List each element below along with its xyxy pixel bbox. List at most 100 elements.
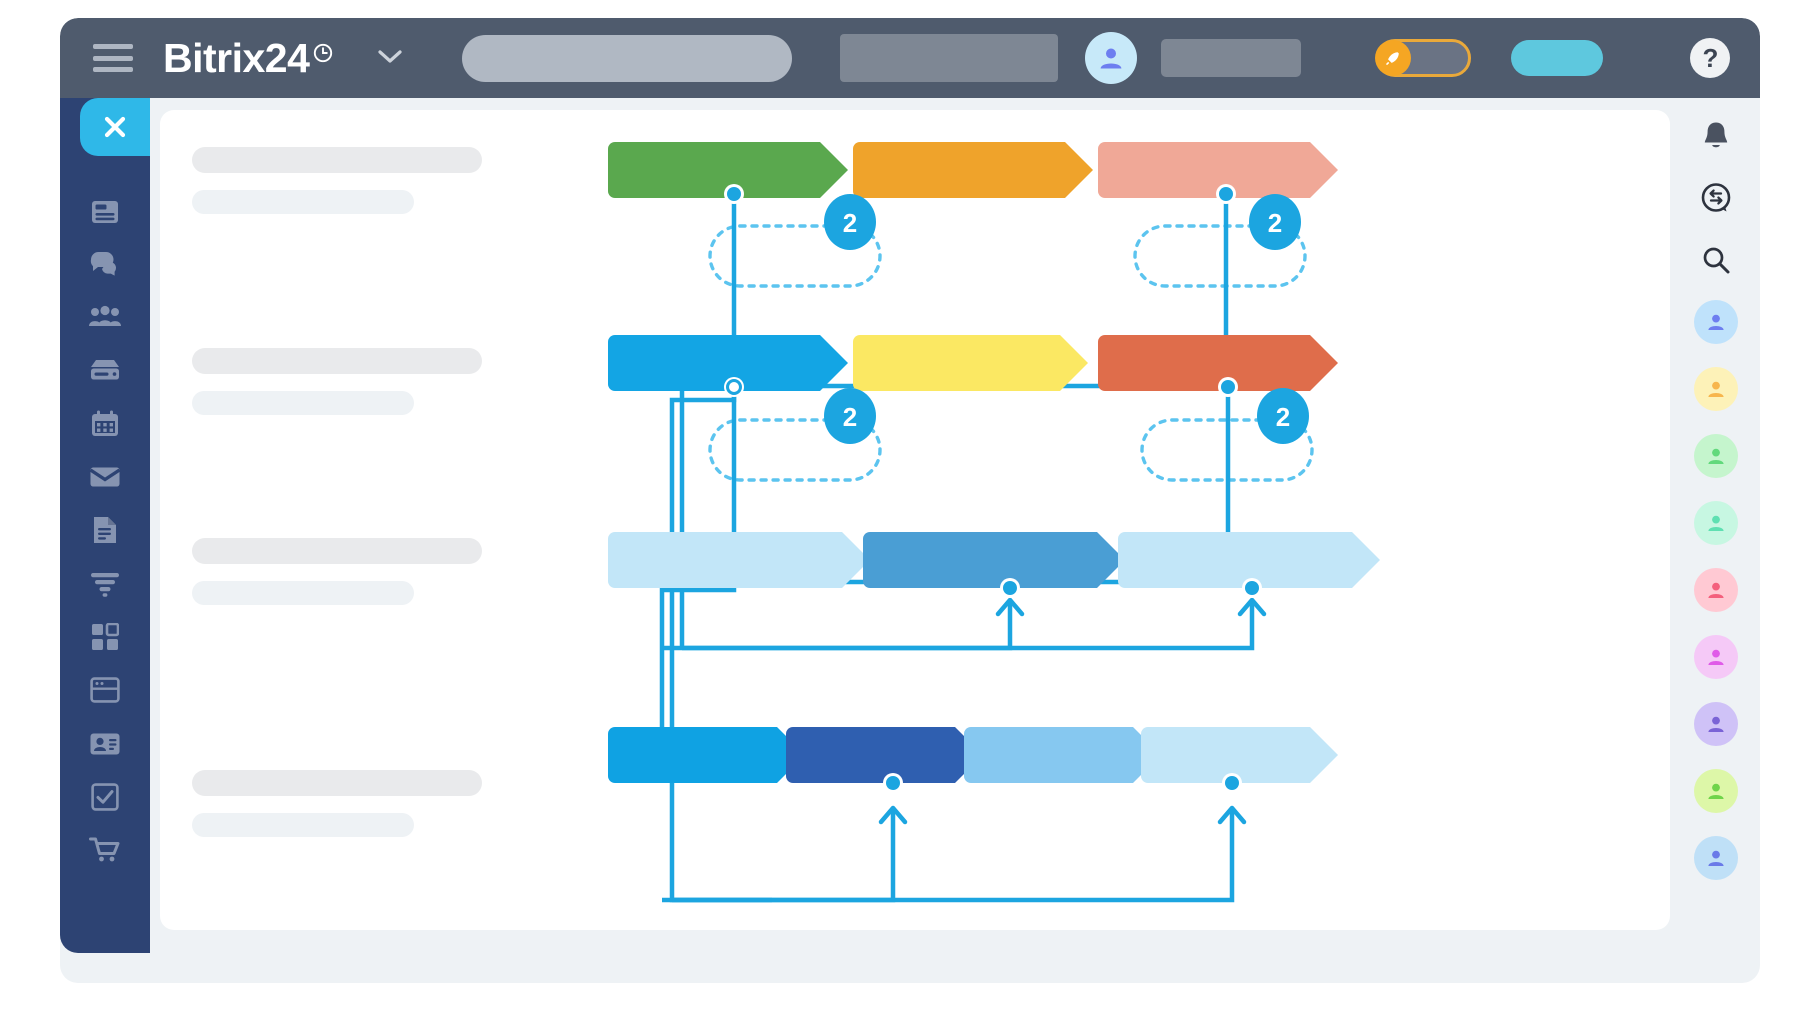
automation-badge-count: 2 — [1276, 402, 1290, 432]
hamburger-menu-icon[interactable] — [93, 44, 133, 72]
stage-connector-dot[interactable] — [1245, 581, 1259, 595]
app-header: Bitrix24 — [60, 18, 1760, 98]
sidebar-item-tasks[interactable] — [86, 778, 124, 816]
automation-badge-4[interactable]: 2 — [1257, 388, 1309, 444]
automation-slot-1[interactable] — [708, 224, 882, 288]
user-name-field[interactable] — [1161, 39, 1302, 77]
stage-connector-dot[interactable] — [1221, 380, 1235, 394]
avatar-7[interactable] — [1694, 702, 1738, 746]
stage-1-2[interactable] — [853, 142, 1093, 198]
sidebar-item-documents[interactable] — [86, 511, 124, 549]
stage-2-3[interactable] — [1098, 335, 1338, 391]
sidebar-item-mail[interactable] — [86, 458, 124, 496]
user-avatar-icon — [1708, 649, 1724, 665]
avatar-6[interactable] — [1694, 635, 1738, 679]
search-input[interactable] — [462, 34, 793, 82]
avatar-4[interactable] — [1694, 501, 1738, 545]
stage-1-1[interactable] — [608, 142, 848, 198]
placeholder-subtitle-3 — [192, 581, 414, 605]
stage-connector-dot[interactable] — [1003, 581, 1017, 595]
question-mark-icon[interactable]: ? — [1690, 38, 1731, 78]
brand-logo[interactable]: Bitrix24 — [163, 34, 334, 81]
stage-1-3[interactable] — [1098, 142, 1338, 198]
funnel-icon — [91, 573, 119, 597]
drive-storage-icon — [91, 360, 119, 380]
stage-3-1[interactable] — [608, 532, 870, 588]
cta-button[interactable] — [1511, 40, 1604, 76]
browser-window-icon — [90, 677, 120, 703]
sidebar-item-shop[interactable] — [86, 831, 124, 869]
avatar-5[interactable] — [1694, 568, 1738, 612]
stage-connector-dot[interactable] — [1225, 776, 1239, 790]
right-sidebar — [1672, 98, 1760, 953]
stage-3-2[interactable] — [863, 532, 1125, 588]
pipeline-row-4 — [608, 727, 1338, 903]
sidebar-item-sites[interactable] — [86, 671, 124, 709]
sidebar-item-drive[interactable] — [86, 351, 124, 389]
sidebar-item-feed[interactable] — [86, 193, 124, 231]
automation-slot-4[interactable] — [1140, 418, 1314, 482]
chevron-down-icon[interactable] — [376, 47, 404, 70]
sidebar-item-apps[interactable] — [86, 618, 124, 656]
stage-connector-dot[interactable] — [727, 187, 741, 201]
envelope-icon — [89, 467, 121, 487]
avatar-1[interactable] — [1694, 300, 1738, 344]
sidebar-item-calendar[interactable] — [86, 405, 124, 443]
user-avatar-icon — [1708, 515, 1724, 531]
left-sidebar — [60, 98, 150, 953]
stage-2-2[interactable] — [853, 335, 1088, 391]
sidebar-item-crm[interactable] — [86, 565, 124, 603]
sidebar-item-chat[interactable] — [86, 245, 124, 283]
automation-badge-2[interactable]: 2 — [1249, 194, 1301, 250]
placeholder-title-3 — [192, 538, 482, 564]
avatar-3[interactable] — [1694, 434, 1738, 478]
user-avatar-icon — [1708, 850, 1724, 866]
grid-squares-icon — [92, 623, 119, 650]
stage-4-1[interactable] — [608, 727, 805, 783]
user-avatar-icon — [1708, 314, 1724, 330]
pipeline-flow-diagram: 2 2 — [608, 142, 1380, 903]
search-button[interactable] — [1694, 238, 1738, 282]
sidebar-item-contacts[interactable] — [86, 725, 124, 763]
calendar-icon — [92, 410, 118, 436]
clock-icon — [312, 42, 334, 69]
stage-connector-dot[interactable] — [886, 776, 900, 790]
notifications-button[interactable] — [1694, 114, 1738, 158]
news-feed-icon — [92, 201, 118, 223]
avatar-9[interactable] — [1694, 836, 1738, 880]
pipeline-row-2: 2 2 — [608, 335, 1338, 555]
placeholder-title-4 — [192, 770, 482, 796]
stage-connector-dot[interactable] — [726, 379, 742, 395]
avatar-8[interactable] — [1694, 769, 1738, 813]
placeholder-title-1 — [192, 147, 482, 173]
user-avatar-icon — [1708, 381, 1724, 397]
stage-3-3[interactable] — [1118, 532, 1380, 588]
messenger-button[interactable] — [1694, 176, 1738, 220]
bell-icon — [1704, 122, 1728, 148]
automation-badge-1[interactable]: 2 — [824, 194, 876, 250]
logo-text: Bitrix24 — [163, 34, 310, 81]
stage-4-2[interactable] — [786, 727, 983, 783]
rocket-icon — [1375, 40, 1412, 76]
automation-slot-2[interactable] — [1133, 224, 1307, 288]
close-icon[interactable] — [80, 98, 150, 156]
stage-2-1[interactable] — [608, 335, 848, 391]
user-avatar-icon — [1708, 448, 1724, 464]
automation-slot-3[interactable] — [708, 418, 882, 482]
search-icon — [1703, 247, 1730, 274]
stage-connector-dot[interactable] — [1219, 187, 1233, 201]
rocket-toggle[interactable] — [1375, 39, 1472, 77]
avatar[interactable] — [1085, 32, 1138, 84]
automation-badge-3[interactable]: 2 — [824, 388, 876, 444]
incoming-connector — [662, 597, 1267, 651]
sidebar-item-groups[interactable] — [86, 298, 124, 336]
secondary-field[interactable] — [840, 34, 1059, 82]
pipeline-row-1: 2 2 — [608, 142, 1338, 360]
placeholder-subtitle-1 — [192, 190, 414, 214]
stage-4-4[interactable] — [1141, 727, 1338, 783]
automation-badge-count: 2 — [843, 402, 857, 432]
bitrix24-window: Bitrix24 — [60, 18, 1760, 983]
avatar-2[interactable] — [1694, 367, 1738, 411]
stage-4-3[interactable] — [964, 727, 1161, 783]
placeholder-title-2 — [192, 348, 482, 374]
